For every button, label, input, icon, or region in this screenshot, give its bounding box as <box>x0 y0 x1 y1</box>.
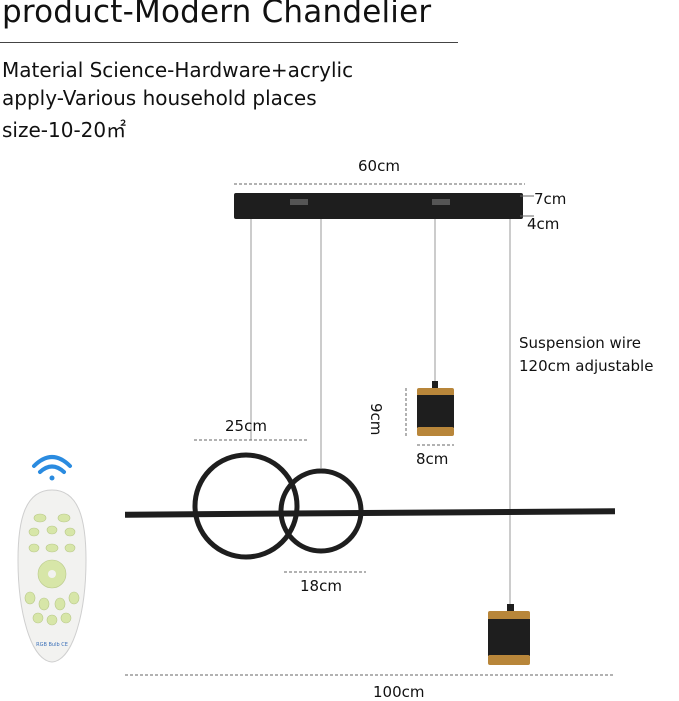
small-ring-label: 18cm <box>300 577 342 595</box>
wifi-icon <box>32 455 72 481</box>
canopy-width-label: 60cm <box>358 157 400 175</box>
wire-label-line1: Suspension wire <box>519 334 642 352</box>
long-bar <box>124 508 616 518</box>
spec-material: Material Science-Hardware+acrylic <box>2 58 354 82</box>
large-ring-label: 25cm <box>225 417 267 435</box>
spec-apply: apply-Various household places <box>2 86 317 110</box>
canopy-detail-left <box>290 199 308 205</box>
canopy <box>234 193 523 219</box>
title-divider <box>0 42 458 43</box>
total-length-label: 100cm <box>373 683 425 701</box>
pendant-width-label: 8cm <box>416 450 449 468</box>
remote-control: RGB Bulb CE <box>17 455 87 663</box>
spec-size: size-10-20㎡ <box>2 118 127 142</box>
page-title: product-Modern Chandelier <box>2 0 432 30</box>
canopy-height-label: 7cm <box>534 190 567 208</box>
large-ring <box>192 452 300 560</box>
remote-brand-text: RGB Bulb CE <box>36 642 68 648</box>
canopy-detail-right <box>432 199 450 205</box>
lower-pendant <box>488 604 530 665</box>
pendant-height-label: 9cm <box>367 403 385 436</box>
remote-buttons <box>24 513 80 626</box>
remote-center-button <box>48 570 56 578</box>
upper-pendant <box>417 381 454 436</box>
canopy-depth-label: 4cm <box>527 215 560 233</box>
wire-label-line2: 120cm adjustable <box>519 357 654 375</box>
